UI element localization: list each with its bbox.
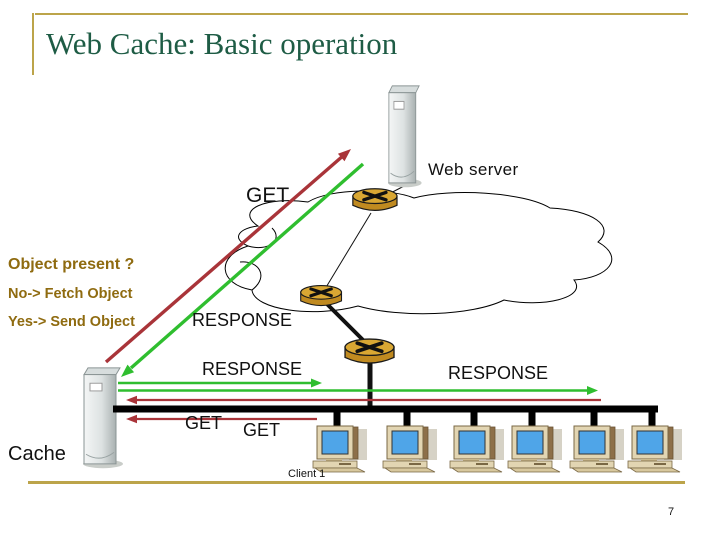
client-pc-icon	[312, 425, 368, 473]
page-number: 7	[668, 506, 675, 518]
get-wan-arrowhead	[337, 149, 351, 162]
get-lan-left-label: GET	[185, 413, 223, 433]
no-fetch-object-text: No-> Fetch Object	[8, 286, 133, 302]
router-icon	[351, 187, 399, 213]
get-wan-label: GET	[246, 184, 290, 207]
client-pc-icon	[569, 425, 625, 473]
response-wan-arrow-line	[129, 162, 365, 370]
response-lan-long-arrowhead	[587, 386, 598, 395]
client-pc-icon	[382, 425, 438, 473]
yes-send-object-text: Yes-> Send Object	[8, 314, 135, 330]
get-lan-right-label: GET	[243, 420, 281, 440]
border-bottom-line	[28, 481, 685, 484]
router-icon	[299, 284, 344, 308]
web-server-label: Web server	[428, 160, 519, 179]
object-present-question: Object present ?	[8, 256, 135, 273]
client-pc-icon	[449, 425, 505, 473]
client-pc-icon	[627, 425, 683, 473]
border-top-line	[35, 13, 688, 15]
response-lan-short-arrowhead	[311, 378, 322, 388]
client1-label: Client 1	[288, 468, 326, 480]
get-wan-arrow-line	[104, 153, 346, 364]
cloud-inner-curl	[239, 227, 277, 291]
web-server-tower-icon	[387, 85, 423, 188]
slide-title: Web Cache: Basic operation	[46, 26, 398, 61]
border-left-line	[32, 13, 34, 75]
response-lan-long-label: RESPONSE	[448, 363, 549, 383]
response-wan-label: RESPONSE	[192, 310, 293, 330]
router-icon	[343, 337, 396, 365]
cache-server-tower-icon	[82, 367, 124, 469]
response-lan-short-label: RESPONSE	[202, 359, 303, 379]
get-lan-short-arrowhead	[126, 414, 137, 424]
link-router2-router3	[324, 301, 369, 346]
link-router1-router2	[324, 212, 372, 290]
response-wan-arrowhead	[121, 364, 135, 377]
cache-label: Cache	[8, 443, 66, 465]
client-pc-icon	[507, 425, 563, 473]
get-lan-long-arrowhead	[126, 395, 137, 405]
